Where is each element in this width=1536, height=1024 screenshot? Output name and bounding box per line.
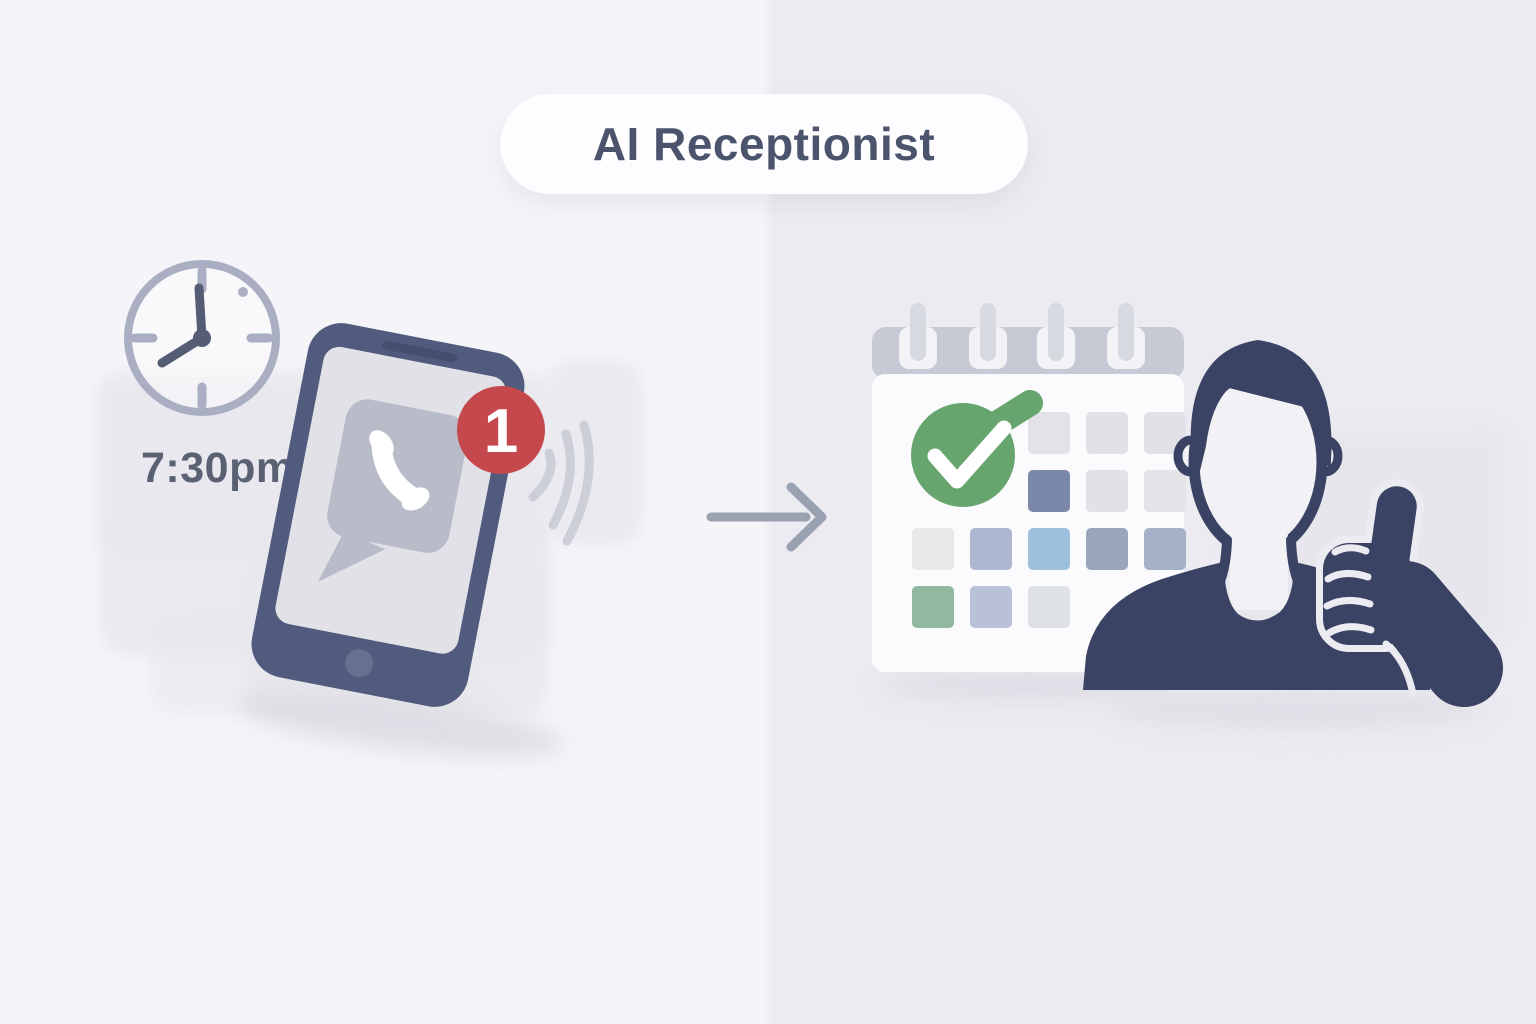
calendar-event-cell (912, 586, 954, 628)
sound-waves-icon (528, 420, 594, 546)
page-title: AI Receptionist (592, 118, 936, 170)
arrow-right-icon (706, 482, 827, 552)
phone-speaker (382, 340, 458, 363)
calendar-event-cell (970, 586, 1012, 628)
calendar-event-cell (970, 528, 1012, 570)
calendar-event-cell (1028, 412, 1070, 454)
title-pill: AI Receptionist (500, 94, 1028, 194)
calendar-event-cell (1028, 528, 1070, 570)
call-bubble-icon (317, 399, 469, 582)
thumbs-up-hand-icon (1316, 479, 1503, 707)
person-shadow (1108, 688, 1488, 730)
person-thumbs-up-icon (1083, 340, 1503, 707)
calendar-grid (912, 412, 1186, 628)
forearm (1367, 561, 1503, 707)
clock-icon (124, 260, 280, 416)
phone-handset-icon (369, 430, 430, 511)
calendar-event-cell (912, 528, 954, 570)
calendar-icon (872, 303, 1186, 672)
calendar-event-cell (1028, 470, 1070, 512)
calendar-event-cell (1028, 586, 1070, 628)
calendar-event-cell (1086, 470, 1128, 512)
check-circle-icon (911, 390, 1043, 507)
calendar-event-cell (1144, 528, 1186, 570)
calendar-header (872, 327, 1184, 379)
hair (1190, 340, 1332, 475)
calendar-event-cell (1144, 470, 1186, 512)
home-button (345, 649, 374, 678)
knuckle-lines (1323, 544, 1417, 698)
calendar-event-cell (1086, 528, 1128, 570)
calendar-event-cell (1144, 412, 1186, 454)
calendar-rings (910, 303, 1134, 361)
notification-badge: 1 (457, 386, 545, 474)
calendar-event-cell (1086, 412, 1128, 454)
time-label: 7:30pm (141, 444, 295, 492)
smartphone-icon (251, 323, 525, 707)
thumb (1369, 486, 1417, 580)
notification-badge-count: 1 (484, 397, 518, 466)
neck (1230, 535, 1288, 610)
